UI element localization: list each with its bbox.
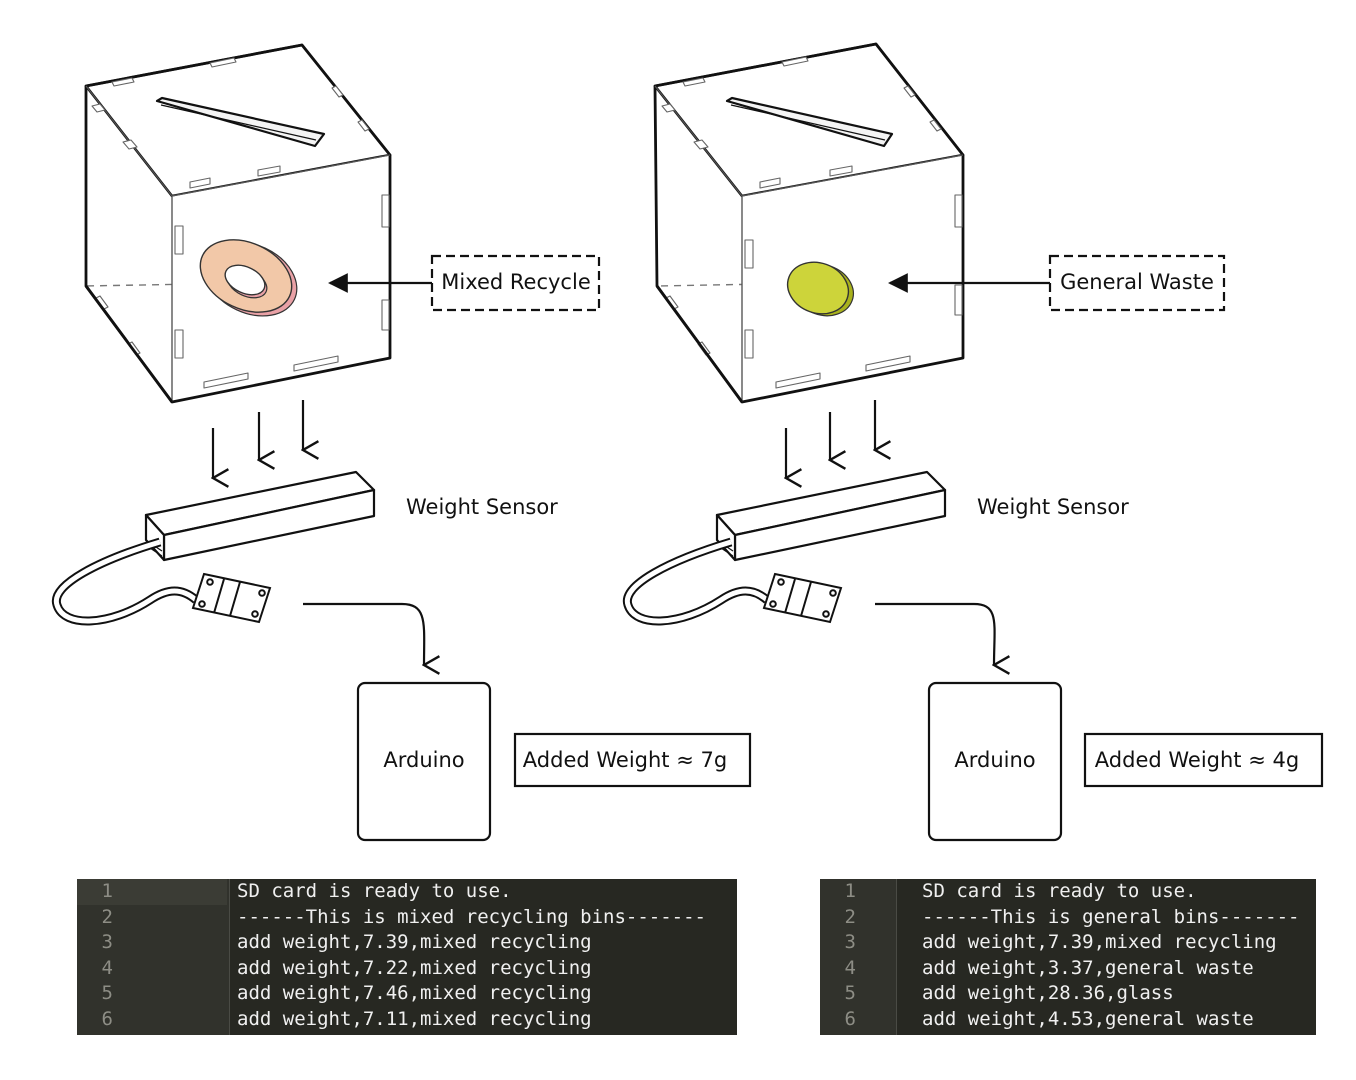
load-cell-right bbox=[715, 470, 947, 562]
weight-box-right bbox=[1083, 732, 1324, 788]
weight-label-left: Added Weight ≈ 7g bbox=[523, 748, 727, 772]
washer-object bbox=[199, 239, 298, 317]
drop-arrows-left bbox=[213, 400, 303, 478]
sensor-label-right: Weight Sensor bbox=[977, 495, 1129, 519]
signal-arrow-left bbox=[303, 602, 424, 665]
waste-sorting-diagram: Mixed Recycle Weight Sensor Arduino Adde… bbox=[51, 42, 1324, 842]
sensor-cable-right bbox=[622, 537, 770, 626]
weight-box-left bbox=[513, 732, 752, 788]
arduino-box-left bbox=[356, 681, 492, 842]
log-line: 2------This is mixed recycling bins-----… bbox=[101, 905, 706, 928]
arduino-label-left: Arduino bbox=[383, 748, 464, 772]
drop-arrows-right bbox=[786, 400, 875, 478]
sensor-cable-left bbox=[51, 537, 199, 626]
gutter-left bbox=[77, 879, 229, 1035]
load-cell-left bbox=[144, 470, 376, 562]
signal-arrow-right bbox=[875, 602, 995, 665]
disc-object bbox=[786, 261, 854, 317]
weight-label-right: Added Weight ≈ 4g bbox=[1095, 748, 1299, 772]
left-bin-box bbox=[84, 43, 392, 404]
right-bin-box bbox=[653, 42, 965, 404]
sensor-pad-right bbox=[762, 572, 843, 624]
bin-label-box-right bbox=[1048, 254, 1226, 312]
bin-label-left: Mixed Recycle bbox=[441, 270, 591, 294]
gutter-right bbox=[820, 879, 896, 1035]
sensor-label-left: Weight Sensor bbox=[406, 495, 558, 519]
sensor-pad-left bbox=[191, 572, 272, 624]
disc-face bbox=[786, 261, 850, 315]
bin-label-right: General Waste bbox=[1060, 270, 1214, 294]
arduino-label-right: Arduino bbox=[954, 748, 1035, 772]
arduino-box-right bbox=[927, 681, 1063, 842]
log-line: 2------This is general bins------- bbox=[844, 905, 1300, 928]
current-line-highlight bbox=[77, 879, 227, 905]
